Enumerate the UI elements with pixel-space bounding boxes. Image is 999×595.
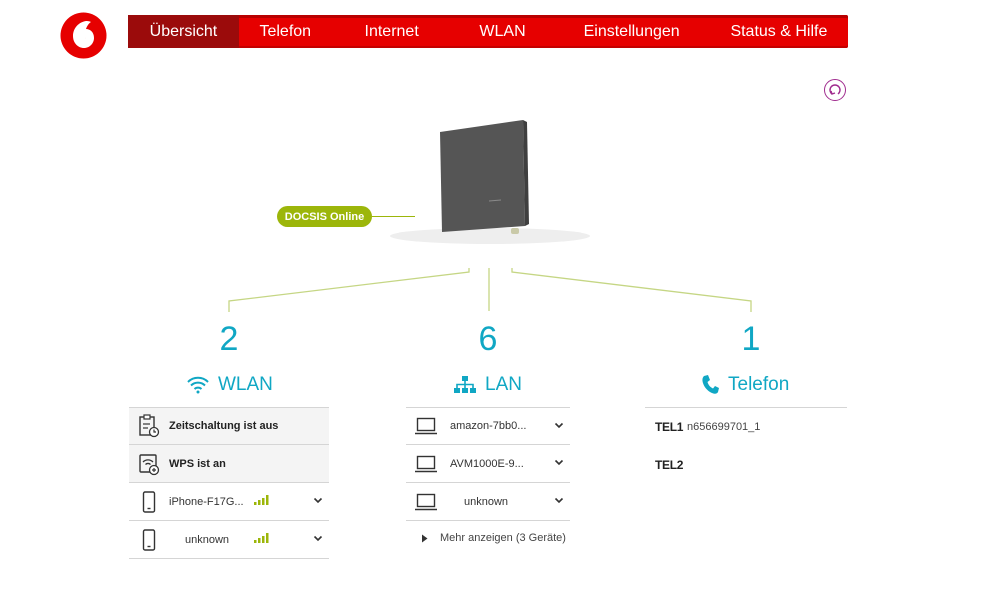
signal-strength-icon xyxy=(254,533,269,543)
phone-icon xyxy=(137,528,161,552)
network-icon xyxy=(454,376,476,393)
tel-line-key: TEL2 xyxy=(655,458,684,472)
lan-device-row[interactable]: AVM1000E-9... xyxy=(406,445,570,483)
schedule-label: Zeitschaltung ist aus xyxy=(169,420,279,432)
lan-device-name: amazon-7bb0... xyxy=(450,420,527,432)
telefon-panel: TEL1 n656699701_1 TEL2 xyxy=(645,407,847,484)
wps-label: WPS ist an xyxy=(169,457,226,470)
wlan-title: WLAN xyxy=(218,374,273,395)
wps-row[interactable]: WPS ist an xyxy=(129,445,329,483)
lan-heading[interactable]: LAN xyxy=(453,374,522,396)
tel-line-row: TEL2 xyxy=(645,446,847,484)
telefon-count: 1 xyxy=(741,320,761,358)
phone-handset-icon xyxy=(702,375,719,394)
lan-device-row[interactable]: amazon-7bb0... xyxy=(406,407,570,445)
chevron-down-icon[interactable] xyxy=(554,495,564,505)
wlan-device-row[interactable]: iPhone-F17G... xyxy=(129,483,329,521)
main-nav: Übersicht Telefon Internet WLAN Einstell… xyxy=(128,15,848,48)
caret-right-icon xyxy=(422,534,428,542)
router-image xyxy=(380,110,610,250)
laptop-icon xyxy=(414,452,438,476)
tel-line-key: TEL1 xyxy=(655,420,684,434)
wlan-heading[interactable]: WLAN xyxy=(186,374,273,396)
nav-status-hilfe[interactable]: Status & Hilfe xyxy=(730,22,828,40)
refresh-button[interactable] xyxy=(824,79,846,101)
nav-einstellungen[interactable]: Einstellungen xyxy=(583,22,680,40)
telefon-heading[interactable]: Telefon xyxy=(700,374,789,396)
lan-device-name: unknown xyxy=(464,495,509,508)
chevron-down-icon[interactable] xyxy=(554,457,564,467)
wlan-device-name: unknown xyxy=(185,533,230,546)
nav-telefon[interactable]: Telefon xyxy=(259,22,312,40)
nav-uebersicht[interactable]: Übersicht xyxy=(128,15,239,48)
wlan-panel: Zeitschaltung ist aus WPS ist an iPhone-… xyxy=(129,407,329,559)
wlan-device-row[interactable]: unknown xyxy=(129,521,329,559)
wlan-device-name: iPhone-F17G... xyxy=(169,495,244,508)
wlan-count: 2 xyxy=(219,320,239,358)
tel-line-number: n656699701_1 xyxy=(687,421,761,433)
chevron-down-icon[interactable] xyxy=(554,420,564,430)
lan-device-name: AVM1000E-9... xyxy=(450,457,524,470)
vodafone-logo[interactable] xyxy=(60,12,107,59)
laptop-icon xyxy=(414,414,438,438)
docsis-status-badge[interactable]: DOCSIS Online xyxy=(277,206,372,227)
schedule-row[interactable]: Zeitschaltung ist aus xyxy=(129,407,329,445)
wps-icon xyxy=(137,452,161,476)
signal-strength-icon xyxy=(254,495,269,505)
schedule-icon xyxy=(137,414,161,438)
lan-panel: amazon-7bb0... AVM1000E-9... unknown xyxy=(406,407,570,521)
show-more-link[interactable]: Mehr anzeigen (3 Geräte) xyxy=(421,532,566,544)
status-connector xyxy=(372,216,415,217)
chevron-down-icon[interactable] xyxy=(313,495,323,505)
tel-line-row: TEL1 n656699701_1 xyxy=(645,408,847,446)
telefon-title: Telefon xyxy=(728,374,790,395)
lan-title: LAN xyxy=(485,374,522,395)
refresh-icon xyxy=(829,84,841,95)
lan-count: 6 xyxy=(478,320,498,358)
phone-icon xyxy=(137,490,161,514)
chevron-down-icon[interactable] xyxy=(313,533,323,543)
show-more-label: Mehr anzeigen (3 Geräte) xyxy=(440,532,566,544)
wifi-icon xyxy=(187,376,209,394)
lan-device-row[interactable]: unknown xyxy=(406,483,570,521)
nav-internet[interactable]: Internet xyxy=(364,22,419,40)
nav-wlan[interactable]: WLAN xyxy=(479,22,526,40)
laptop-icon xyxy=(414,490,438,514)
